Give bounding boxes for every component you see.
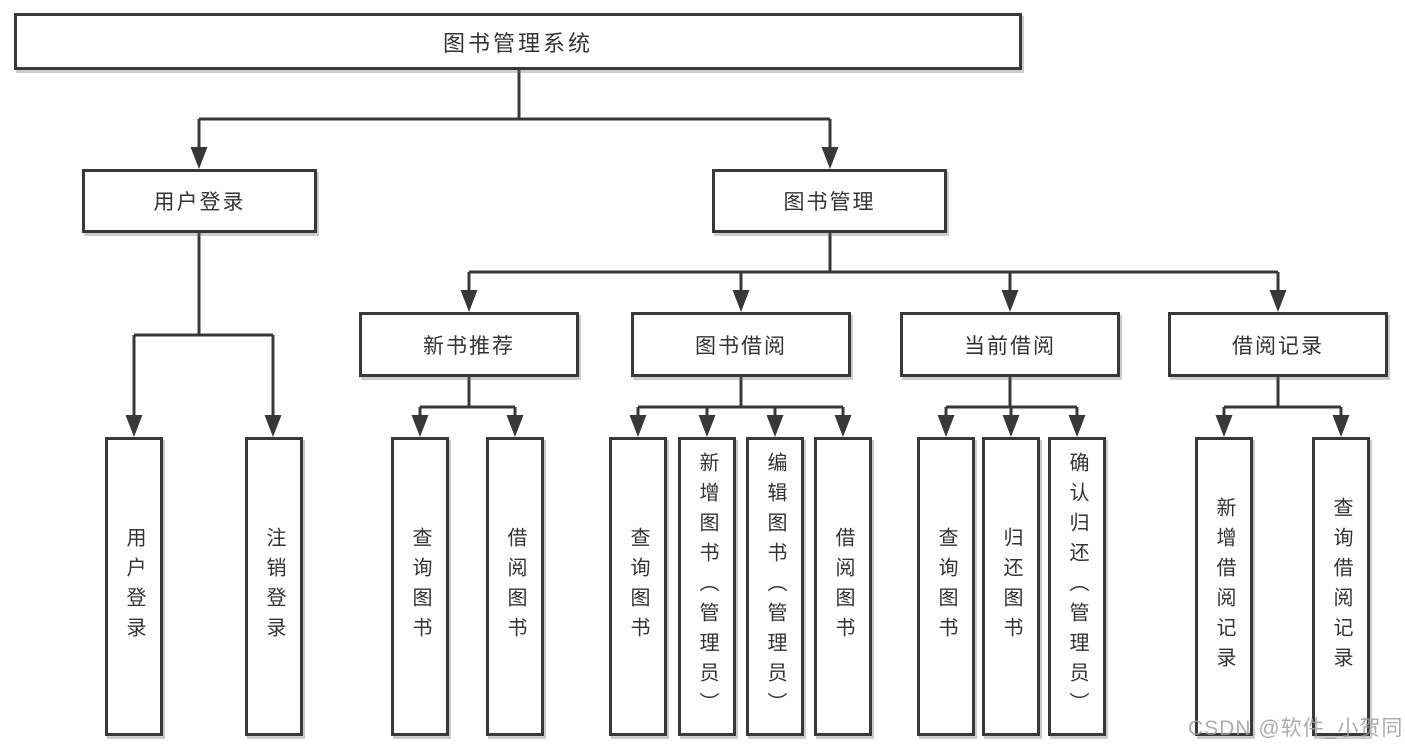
node-leaf-query-books-borrow: 查询图书 — [609, 437, 667, 736]
node-leaf-confirm-return-admin: 确认归还（管理员） — [1048, 437, 1106, 736]
node-label: 当前借阅 — [964, 334, 1056, 358]
node-label: 查询图书 — [409, 526, 431, 647]
node-leaf-query-books-recommend: 查询图书 — [391, 437, 449, 736]
node-label: 新增借阅记录 — [1213, 496, 1235, 677]
node-leaf-edit-books-admin: 编辑图书（管理员） — [746, 437, 804, 736]
node-label: 用户登录 — [123, 526, 145, 647]
node-leaf-return-books: 归还图书 — [982, 437, 1040, 736]
node-label: 归还图书 — [1000, 526, 1022, 647]
node-label: 注销登录 — [263, 526, 285, 647]
node-new-book-recommendation: 新书推荐 — [359, 312, 579, 377]
node-leaf-query-borrow-record: 查询借阅记录 — [1312, 437, 1370, 736]
node-label: 用户登录 — [153, 191, 246, 214]
node-label: 借阅图书 — [504, 526, 526, 647]
node-library-management-system: 图书管理系统 — [14, 13, 1022, 70]
node-book-borrowing: 图书借阅 — [631, 312, 851, 377]
node-label: 图书管理 — [783, 191, 876, 214]
node-label: 新增图书（管理员） — [696, 451, 718, 722]
node-label: 查询图书 — [935, 526, 957, 647]
node-label: 查询借阅记录 — [1330, 496, 1352, 677]
node-current-borrowing: 当前借阅 — [900, 312, 1120, 377]
node-label: 图书管理系统 — [442, 30, 593, 56]
connector-level3-children — [411, 377, 1350, 437]
node-label: 新书推荐 — [423, 334, 515, 358]
node-label: 确认归还（管理员） — [1066, 451, 1088, 722]
node-borrowing-records: 借阅记录 — [1168, 312, 1388, 377]
node-book-management: 图书管理 — [712, 169, 947, 233]
node-leaf-borrow-books: 借阅图书 — [814, 437, 872, 736]
node-leaf-user-login: 用户登录 — [105, 437, 163, 736]
node-label: 借阅图书 — [832, 526, 854, 647]
node-leaf-borrow-books-recommend: 借阅图书 — [486, 437, 544, 736]
node-label: 借阅记录 — [1232, 334, 1324, 358]
watermark-text: CSDN @软件_小贺同学 — [1188, 717, 1405, 740]
connector-user-login-children — [125, 233, 282, 437]
connector-book-management-children — [460, 233, 1287, 312]
node-label: 编辑图书（管理员） — [764, 451, 786, 722]
node-leaf-add-books-admin: 新增图书（管理员） — [678, 437, 736, 736]
node-leaf-add-borrow-record: 新增借阅记录 — [1195, 437, 1253, 736]
node-user-login: 用户登录 — [82, 169, 317, 233]
node-leaf-logout: 注销登录 — [245, 437, 303, 736]
node-leaf-query-books-current: 查询图书 — [917, 437, 975, 736]
node-label: 图书借阅 — [695, 334, 787, 358]
node-label: 查询图书 — [627, 526, 649, 647]
